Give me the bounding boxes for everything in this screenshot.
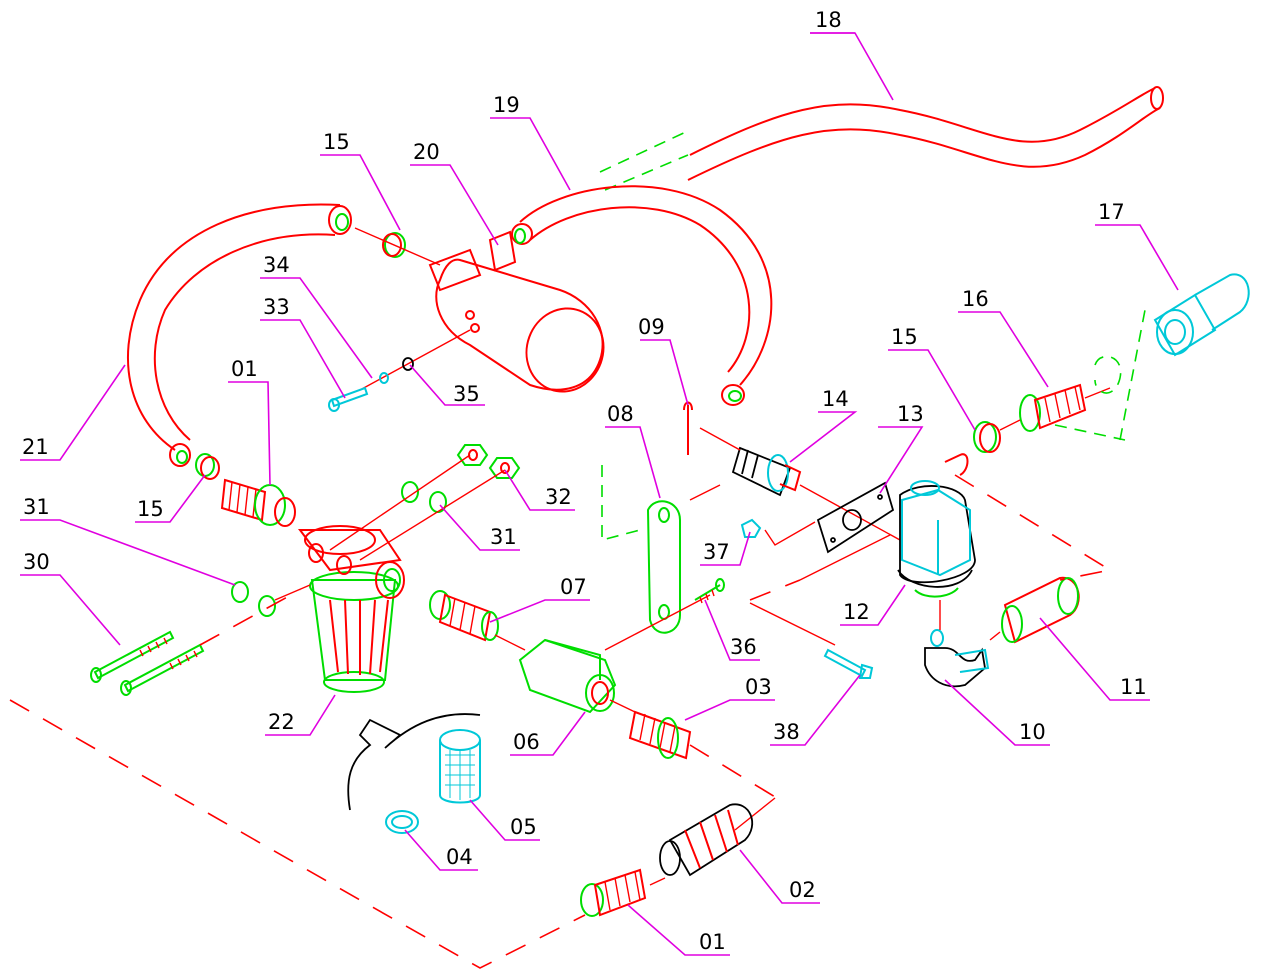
- callout-33: 33: [263, 295, 290, 319]
- valve-20: [359, 230, 605, 393]
- pin-09: [683, 401, 693, 455]
- callout-35: 35: [453, 382, 480, 406]
- callout-12: 12: [843, 600, 870, 624]
- screw-36: [694, 578, 725, 604]
- callout-32: 32: [545, 485, 572, 509]
- fitting-14: [699, 427, 901, 541]
- leader-lines: [20, 32, 1179, 956]
- plate-13: [816, 481, 895, 554]
- callout-10: 10: [1019, 720, 1046, 744]
- fitting-16: [999, 383, 1111, 432]
- clamp-15-left: [195, 453, 220, 480]
- callout-38: 38: [773, 720, 800, 744]
- callout-14: 14: [822, 387, 849, 411]
- callout-31: 31: [23, 495, 50, 519]
- clamp-15-valve: [354, 227, 441, 266]
- callout-36: 36: [730, 635, 757, 659]
- callout-05: 05: [510, 815, 537, 839]
- elbow-10: [924, 600, 990, 688]
- callout-22: 22: [268, 710, 295, 734]
- flow-arrow: [347, 713, 481, 811]
- hose-21: [127, 203, 352, 467]
- washer-34: [379, 372, 389, 384]
- axis-12-dash: [799, 534, 891, 581]
- callout-01: 01: [699, 930, 726, 954]
- solenoid-12: [897, 480, 976, 598]
- bolt-38: [823, 648, 874, 679]
- strap-08: [601, 465, 681, 634]
- filter-screen-05: [439, 729, 481, 804]
- nuts-32: [456, 444, 521, 479]
- callout-01: 01: [231, 357, 258, 381]
- callout-34: 34: [263, 253, 290, 277]
- suction-centerline: [9, 699, 586, 969]
- hose-18: [599, 86, 1164, 191]
- fitting-03: [628, 710, 692, 760]
- coupler-17: [1153, 273, 1250, 357]
- callout-17: 17: [1098, 200, 1125, 224]
- callout-06: 06: [513, 730, 540, 754]
- hose-connector-dash: [1054, 309, 1146, 441]
- clamp-15-right: [944, 421, 1001, 476]
- nut-35: [402, 357, 414, 371]
- washer-31-b: [258, 595, 276, 617]
- washer-31-a: [231, 581, 249, 603]
- callout-11: 11: [1120, 675, 1147, 699]
- callout-15: 15: [323, 130, 350, 154]
- fitting-06: [518, 638, 617, 714]
- fitting-01-lower: [580, 868, 666, 917]
- bolts-30: [90, 630, 205, 696]
- callout-03: 03: [745, 675, 772, 699]
- callout-30: 30: [23, 550, 50, 574]
- filter-housing-22: [298, 525, 405, 693]
- callout-31: 31: [490, 525, 517, 549]
- callout-21: 21: [22, 435, 49, 459]
- callout-16: 16: [962, 287, 989, 311]
- callout-15: 15: [891, 325, 918, 349]
- callout-04: 04: [446, 845, 473, 869]
- callout-02: 02: [789, 878, 816, 902]
- nut-37: [740, 518, 762, 538]
- strainer-02: [659, 803, 754, 877]
- callout-15: 15: [137, 497, 164, 521]
- callout-19: 19: [493, 93, 520, 117]
- fitting-07: [429, 590, 499, 642]
- callout-18: 18: [815, 8, 842, 32]
- screw-33: [328, 386, 369, 412]
- washer-31-c: [401, 481, 419, 503]
- callout-20: 20: [413, 140, 440, 164]
- fitting-01-upper: [220, 478, 296, 527]
- hose-19: [511, 185, 773, 406]
- callout-08: 08: [607, 402, 634, 426]
- callout-13: 13: [897, 402, 924, 426]
- callout-09: 09: [638, 315, 665, 339]
- callout-07: 07: [560, 575, 587, 599]
- callout-37: 37: [703, 540, 730, 564]
- sleeve-11: [989, 576, 1080, 644]
- gasket-04: [385, 810, 419, 834]
